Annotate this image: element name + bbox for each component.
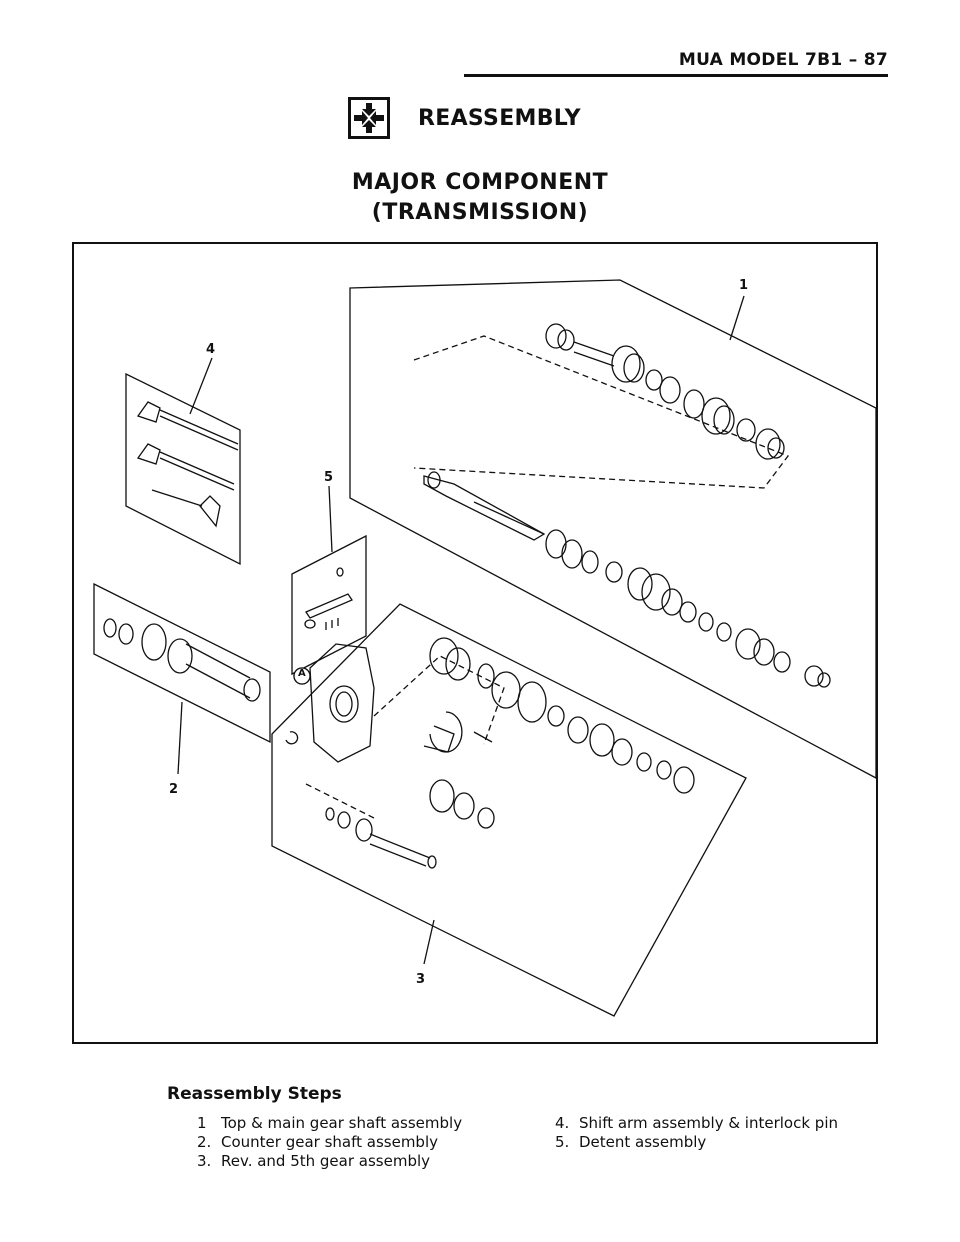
idler-gear-parts [305,779,495,869]
step-text: Detent assembly [579,1133,707,1151]
marker-a: A [298,668,306,679]
step-item: 1 Top & main gear shaft assembly [197,1114,543,1133]
reassembly-steps: Reassembly Steps 1 Top & main gear shaft… [167,1084,887,1171]
step-item: 5. Detent assembly [555,1133,838,1152]
steps-heading: Reassembly Steps [167,1084,342,1104]
header-rule [464,74,888,77]
component-title-line2: (TRANSMISSION) [371,200,589,225]
main-shaft-parts [423,471,831,688]
step-text: Shift arm assembly & interlock pin [579,1114,838,1132]
callout-2: 2 [169,782,179,797]
steps-right-column: 4. Shift arm assembly & interlock pin 5.… [555,1114,838,1171]
step-number: 3. [197,1152,212,1170]
step-number: 1 [197,1114,207,1132]
step-number: 4. [555,1114,570,1132]
step-text: Rev. and 5th gear assembly [221,1152,431,1170]
step-text: Counter gear shaft assembly [221,1133,438,1151]
shift-arm-parts [136,401,239,528]
step-number: 2. [197,1133,212,1151]
component-title-line1: MAJOR COMPONENT [351,170,609,195]
callout-1: 1 [739,278,749,293]
detent-parts [304,567,353,630]
group-2-panel [93,582,271,744]
group-5-panel [291,534,367,676]
section-title-text: REASSEMBLY [418,105,581,131]
callout-5: 5 [324,470,334,485]
page-header: MUA MODEL 7B1 – 87 [0,0,960,80]
step-text: Top & main gear shaft assembly [221,1114,463,1132]
steps-left-column: 1 Top & main gear shaft assembly 2. Coun… [197,1114,543,1171]
reassembly-arrows-icon [348,97,390,139]
reverse-gear-parts [423,637,695,794]
section-title: REASSEMBLY [348,96,581,140]
exploded-view-drawing [93,279,877,1017]
component-title: MAJOR COMPONENT (TRANSMISSION) [0,168,960,228]
counter-shaft-parts [103,618,261,702]
group-1-panel [349,279,877,780]
step-number: 5. [555,1133,570,1151]
step-item: 4. Shift arm assembly & interlock pin [555,1114,838,1133]
exploded-view-diagram: 1 2 3 4 5 A [72,242,878,1044]
page-reference: MUA MODEL 7B1 – 87 [678,50,888,70]
group-4-panel [125,372,241,566]
top-shaft-parts [545,323,785,460]
step-item: 2. Counter gear shaft assembly [197,1133,543,1152]
callout-3: 3 [416,972,426,987]
callout-4: 4 [206,342,216,357]
group-3-panel [271,603,747,1017]
intermediate-plate [285,643,375,763]
step-item: 3. Rev. and 5th gear assembly [197,1152,543,1171]
